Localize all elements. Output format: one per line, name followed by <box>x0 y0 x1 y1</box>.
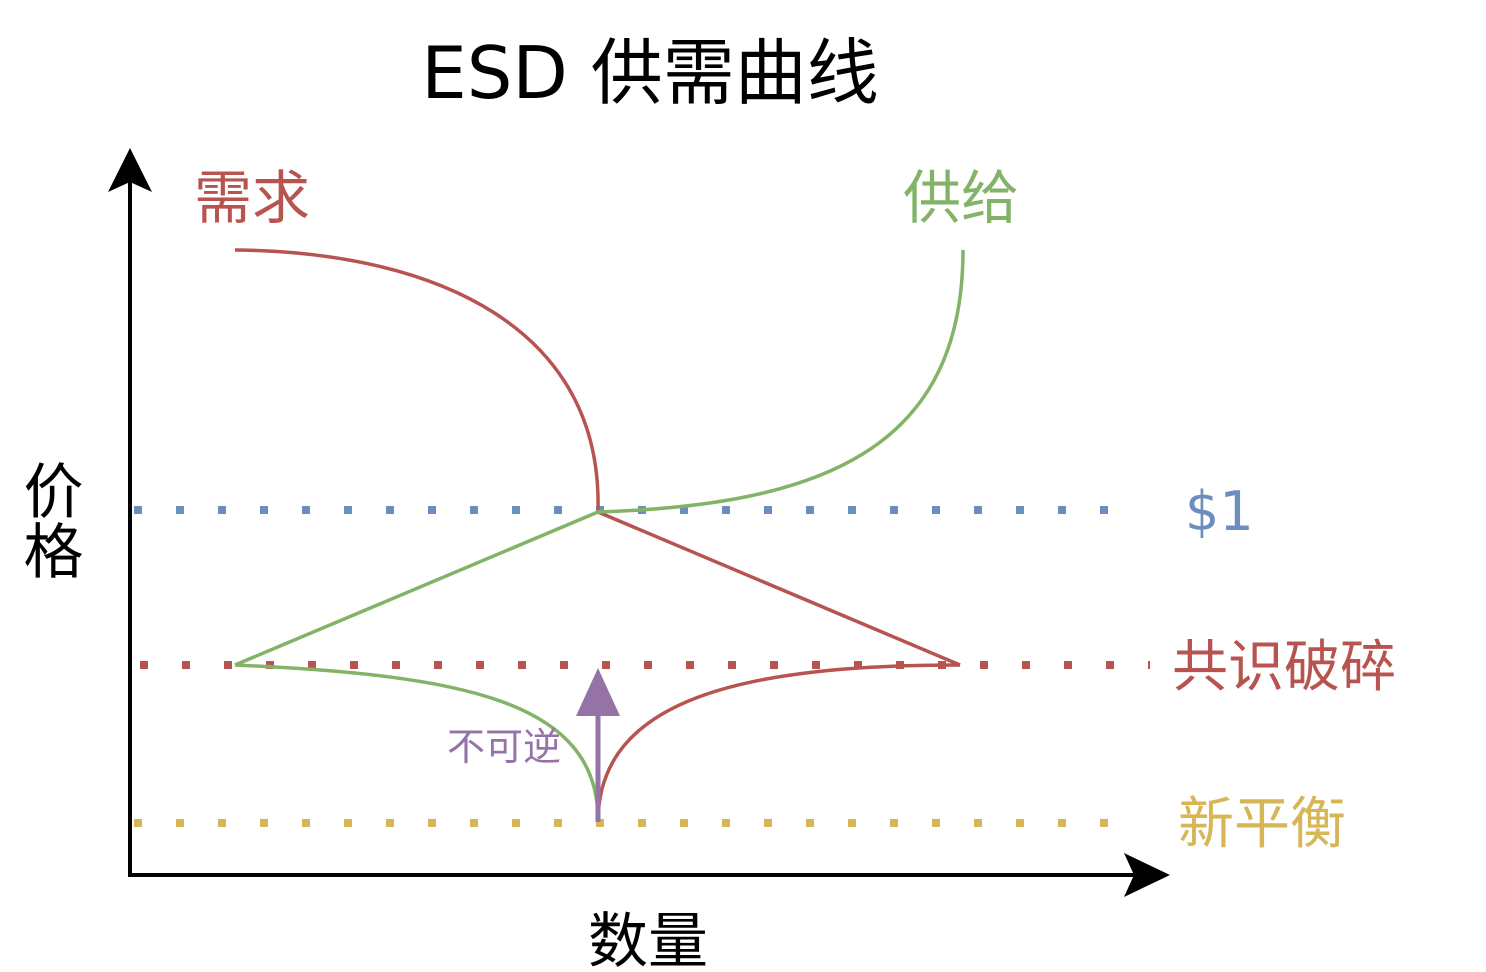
supply-curve-lower <box>234 663 600 821</box>
demand-label: 需求 <box>194 164 310 232</box>
x-axis-arrow-icon <box>1124 853 1170 897</box>
irreversible-label: 不可逆 <box>447 725 561 769</box>
new-equilibrium-label: 新平衡 <box>1178 792 1346 857</box>
y-axis-label: 价格 <box>13 460 83 580</box>
consensus-break-label: 共识破碎 <box>1172 635 1396 700</box>
peg-label: $1 <box>1185 480 1254 543</box>
x-axis-label: 数量 <box>588 907 708 972</box>
diagram-title: ESD 供需曲线 <box>421 31 879 115</box>
demand-curve-upper <box>234 248 600 511</box>
demand-curve-lower <box>596 663 961 821</box>
supply-collapse-line <box>234 510 599 667</box>
irreversible-arrow-icon <box>576 668 620 716</box>
demand-collapse-line <box>597 510 961 667</box>
supply-curve-upper <box>597 249 965 514</box>
supply-label: 供给 <box>903 164 1019 232</box>
y-axis-arrow-icon <box>108 148 152 192</box>
